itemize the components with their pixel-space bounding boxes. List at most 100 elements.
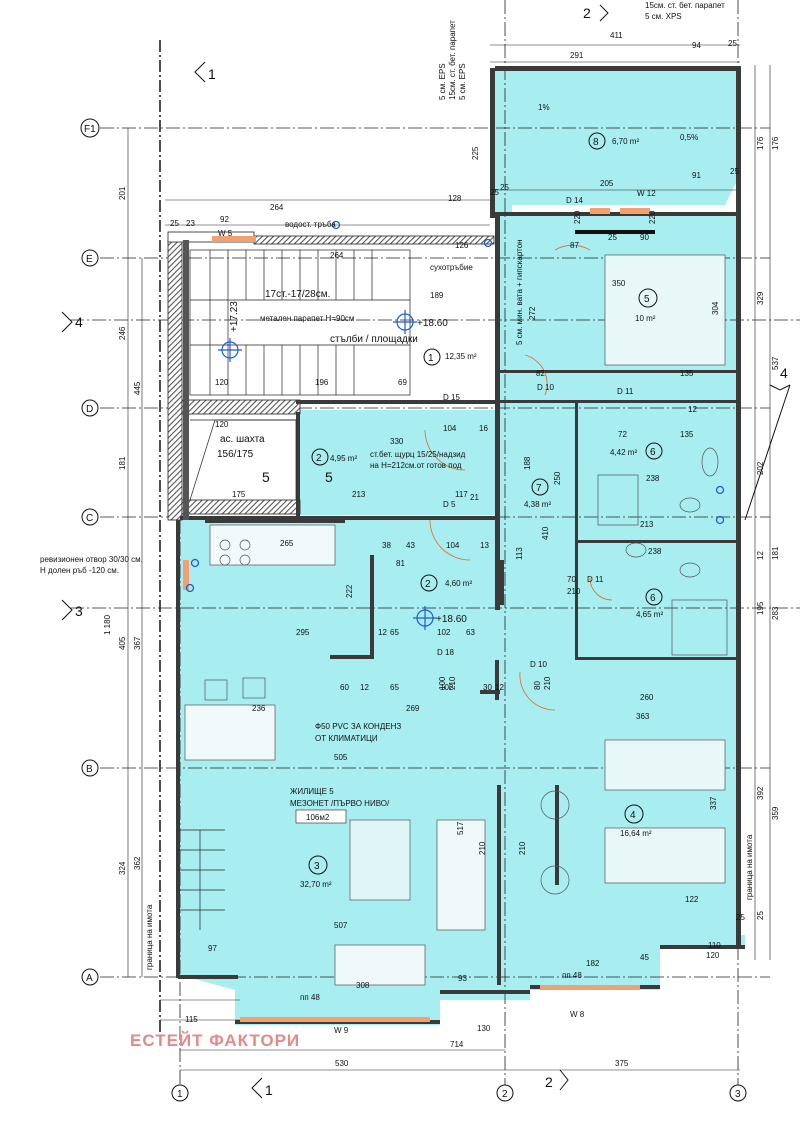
svg-text:4,65 m²: 4,65 m²: [636, 610, 663, 619]
dim-inner: 120: [215, 420, 229, 429]
dim-inner: 269: [406, 704, 420, 713]
dim-inner: 97: [208, 944, 217, 953]
dim-inner: 110: [708, 941, 721, 950]
door-tag: D 5: [443, 500, 456, 509]
dim-top: 25: [500, 183, 509, 192]
roof-layer-2: 5 см. XPS: [645, 12, 682, 21]
dim-inner: 30: [483, 683, 492, 692]
dim-left: 367: [133, 636, 142, 650]
dim-left: 405: [118, 636, 127, 650]
dim-top: 94: [692, 41, 701, 50]
revision-note-2: H долен ръб -120 см.: [40, 566, 119, 575]
dim-misc: 21: [470, 493, 479, 502]
dim-top: 92: [220, 215, 229, 224]
dry-riser-note: сухотръбие: [430, 263, 473, 272]
roof-layer-1: 15см. ст. бет. парапет: [645, 1, 725, 10]
dim-inner: 102: [437, 628, 451, 637]
section-marks: [61, 4, 791, 1099]
dim-inner: 222: [345, 584, 354, 598]
section-3: 3: [75, 603, 83, 619]
dim-inner: 13: [480, 541, 489, 550]
svg-text:10 m²: 10 m²: [635, 314, 656, 323]
dim-top: 264: [330, 251, 344, 260]
svg-text:12,35 m²: 12,35 m²: [445, 352, 477, 361]
dim-inner: 104: [446, 541, 460, 550]
pvc-note-2: ОТ КЛИМАТИЦИ: [315, 734, 378, 743]
level-stair: +17.23: [229, 301, 240, 332]
dim-inner: 82: [536, 369, 545, 378]
dim-top: 23: [186, 219, 195, 228]
furniture: [184, 254, 728, 986]
section-2-bottom: 2: [545, 1074, 553, 1090]
unit-area: 106м2: [306, 813, 330, 822]
watermark: ЕСТЕЙТ ФАКТОРИ: [130, 1031, 300, 1050]
level-markers: [185, 220, 725, 630]
axis-e: E: [86, 254, 93, 265]
dim-top: 350: [612, 279, 626, 288]
dim-inner: 295: [296, 628, 310, 637]
door-tag: D 11: [617, 387, 634, 396]
room-6b: 64,65 m²: [636, 588, 663, 619]
dim-inner: 530: [335, 1059, 349, 1068]
dim-inner: 210: [478, 841, 487, 855]
dim-inner: 43: [406, 541, 415, 550]
dim-right: 329: [756, 291, 765, 305]
dim-right: 392: [756, 786, 765, 800]
boundary-left: граница на имота: [145, 904, 154, 970]
room-5: 510 m²: [635, 288, 658, 323]
dim-inner: 72: [618, 430, 627, 439]
dim-inner: 188: [523, 456, 532, 470]
window-tag: W 5: [218, 229, 233, 238]
revision-note-1: ревизионен отвор 30/30 см.: [40, 555, 143, 564]
dim-inner: 507: [334, 921, 348, 930]
axis-a: A: [86, 973, 93, 984]
axis-1: 1: [177, 1089, 183, 1100]
dim-inner: 115: [185, 1015, 198, 1024]
svg-text:7: 7: [536, 483, 542, 494]
section-4-left: 4: [75, 314, 83, 330]
door-tag: D 15: [443, 393, 460, 402]
dim-inner: 250: [553, 471, 562, 485]
dim-top: 87: [570, 241, 579, 250]
axis-bubbles: [80, 118, 747, 1102]
dim-inner: 104: [443, 424, 457, 433]
dim-left: 445: [133, 381, 142, 395]
dim-inner: 265: [280, 539, 294, 548]
parapet-layer-1: 5 см. EPS: [438, 63, 447, 100]
dim-inner: 272: [528, 306, 537, 320]
dim-inner: 210: [567, 587, 581, 596]
dim-inner: 25: [736, 913, 745, 922]
window-tag: W 12: [637, 189, 656, 198]
dim-left: 201: [118, 186, 127, 200]
dim-inner: 330: [390, 437, 404, 446]
level-floor-2: +18.60: [436, 614, 467, 625]
dim-inner: 505: [334, 753, 348, 762]
level-floor-1: +18.60: [417, 318, 448, 329]
dim-left: 1 180: [103, 614, 112, 635]
dim-misc: 220: [648, 210, 657, 224]
dim-inner: 100: [438, 676, 447, 690]
pipe-marker: [185, 220, 725, 593]
parapet-layer-3: 5 см. EPS: [458, 63, 467, 100]
dim-top: 91: [692, 171, 701, 180]
dim-inner: 175: [232, 490, 246, 499]
dim-inner: 182: [586, 959, 600, 968]
dim-inner: 38: [382, 541, 391, 550]
section-4-right: 4: [780, 365, 788, 381]
dim-left: 362: [133, 856, 142, 870]
dim-inner: 117: [455, 490, 468, 499]
door-tag: D 14: [566, 196, 583, 205]
dim-misc: 12: [688, 405, 697, 414]
dim-inner: 70: [567, 575, 576, 584]
slope-2: 0,5%: [680, 133, 698, 142]
dim-top: 25: [730, 167, 739, 176]
axis-f1: F1: [84, 124, 96, 135]
dim-right: 25: [756, 911, 765, 920]
dim-inner: 80: [533, 681, 542, 690]
dim-inner: 120: [215, 378, 229, 387]
stairs-label: стълби / площадки: [330, 333, 418, 345]
svg-text:4: 4: [630, 810, 636, 821]
dim-right: 195: [756, 601, 765, 615]
dim-top: 25: [728, 39, 737, 48]
